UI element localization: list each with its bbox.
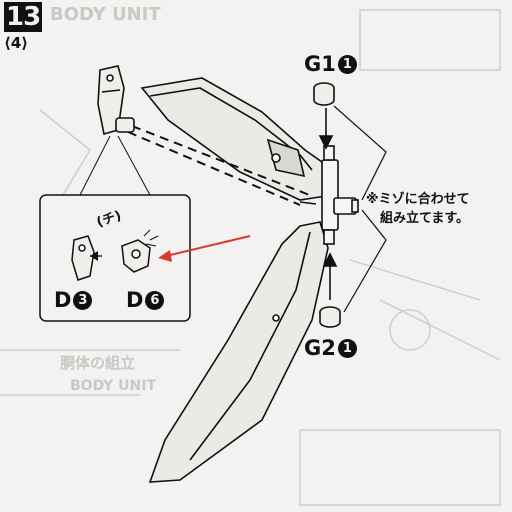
part-label-d3: D 3 — [54, 288, 93, 312]
ghost-title-mid-en: BODY UNIT — [70, 378, 157, 394]
g2-cylinder — [319, 306, 341, 328]
note-bracket — [333, 105, 387, 313]
ghost-title-top: BODY UNIT — [50, 4, 161, 25]
part-num-d3: 3 — [73, 290, 93, 310]
part-letter-g2: G2 — [304, 336, 336, 360]
upper-blade-part — [140, 77, 327, 201]
part-label-d6: D 6 — [126, 288, 165, 312]
part-letter-d3: D — [54, 288, 72, 312]
assembly-note: ※ミゾに合わせて 組み立てます。 — [366, 190, 470, 228]
small-assembled-part — [79, 65, 151, 196]
dashed-guides — [127, 125, 313, 206]
background-ghost-art — [0, 9, 501, 506]
step-number: 13 — [4, 2, 43, 32]
part-num-g2: 1 — [337, 338, 357, 358]
note-line-2: 組み立てます。 — [380, 211, 470, 226]
center-joint-part — [321, 145, 359, 245]
d3-part — [71, 235, 95, 281]
part-label-g1: G1 1 — [304, 52, 357, 76]
assembly-arrows — [299, 108, 338, 300]
g1-cylinder — [313, 82, 335, 106]
inset-box — [39, 194, 191, 322]
part-num-g1: 1 — [337, 54, 357, 74]
part-letter-d6: D — [126, 288, 144, 312]
ghost-title-mid-jp: 胴体の組立 — [60, 354, 136, 372]
note-line-1: ※ミゾに合わせて — [366, 192, 470, 207]
step-subnumber: ⟨4⟩ — [4, 34, 29, 52]
d6-part — [121, 229, 159, 273]
part-letter-g1: G1 — [304, 52, 336, 76]
red-pointer-arrow — [158, 235, 251, 262]
part-num-d6: 6 — [145, 290, 165, 310]
part-label-g2: G2 1 — [304, 336, 357, 360]
